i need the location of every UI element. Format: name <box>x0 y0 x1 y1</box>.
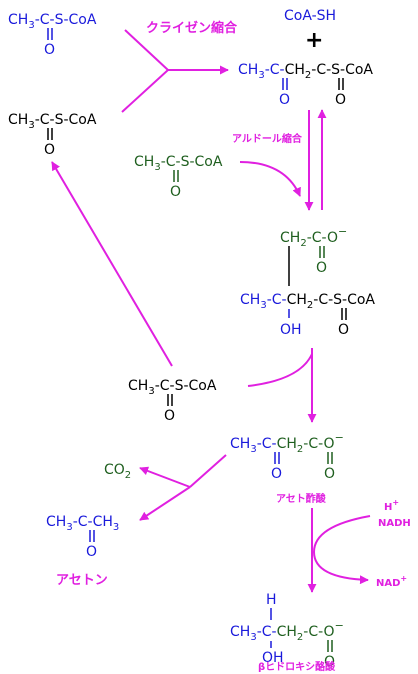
acetoacetic-acid-label: アセト酢酸 <box>276 492 327 505</box>
svg-text:CH3-C-S-CoA: CH3-C-S-CoA <box>8 112 97 131</box>
acetyl-coa-4: CH3-C-S-CoA O <box>128 378 217 424</box>
nadh: NADH <box>378 518 411 529</box>
svg-text:O: O <box>338 322 349 338</box>
svg-text:CH2-C-O−: CH2-C-O− <box>280 225 347 249</box>
svg-text:O: O <box>44 42 55 58</box>
svg-text:O: O <box>44 142 55 158</box>
beta-hydroxybutyric-acid-label: βヒドロキシ酪酸 <box>258 660 336 673</box>
svg-text:O: O <box>164 408 175 424</box>
acetoacetyl-coa: CH3-C-CH2-C-S-CoA O O <box>238 62 373 108</box>
svg-text:CH3-C-CH2-C-S-CoA: CH3-C-CH2-C-S-CoA <box>240 292 375 311</box>
acetoacetate: CH3-C-CH2-C-O− O O <box>230 431 344 482</box>
svg-text:NAD+: NAD+ <box>376 574 407 589</box>
plus-sign: + <box>305 28 323 53</box>
claisen-condensation-label: クライゼン縮合 <box>146 20 238 36</box>
recycle-arrow <box>51 161 173 367</box>
claisen-arrows <box>121 29 229 113</box>
svg-text:O: O <box>316 260 327 276</box>
nad-plus: NAD+ <box>376 574 407 589</box>
beta-hydroxybutyrate: H CH3-C-CH2-C-O− OH O <box>230 592 344 670</box>
aldol-condensation-label: アルドール縮合 <box>232 132 303 145</box>
svg-text:H: H <box>266 592 277 608</box>
coa-sh: CoA-SH <box>284 8 336 24</box>
h-plus: H+ <box>384 498 399 513</box>
svg-text:CH3-C-CH2-C-S-CoA: CH3-C-CH2-C-S-CoA <box>238 62 373 81</box>
hmg-coa: CH2-C-O− O CH3-C-CH2-C-S-CoA OH O <box>240 225 375 338</box>
svg-text:O: O <box>170 184 181 200</box>
svg-text:CH3-C-S-CoA: CH3-C-S-CoA <box>134 154 223 173</box>
svg-text:CH3-C-CH3: CH3-C-CH3 <box>46 514 119 533</box>
acetyl-coa-1: CH3-C-S-CoA O <box>8 12 97 58</box>
svg-text:CH3-C-S-CoA: CH3-C-S-CoA <box>128 378 217 397</box>
svg-text:O: O <box>86 544 97 560</box>
decarboxylation-arrows <box>139 454 227 521</box>
acetyl-coa-2: CH3-C-S-CoA O <box>8 112 97 158</box>
svg-text:O: O <box>324 654 335 670</box>
svg-text:CH3-C-CH2-C-O−: CH3-C-CH2-C-O− <box>230 431 344 455</box>
svg-text:O: O <box>335 92 346 108</box>
acetone: CH3-C-CH3 O <box>46 514 119 560</box>
cleavage-arrows <box>247 348 317 423</box>
svg-text:O: O <box>271 466 282 482</box>
svg-text:O: O <box>324 466 335 482</box>
acetyl-coa-3: CH3-C-S-CoA O <box>134 154 223 200</box>
carbon-dioxide: CO2 <box>104 462 131 481</box>
acetone-label: アセトン <box>56 573 108 588</box>
reversible-arrows <box>239 109 327 211</box>
svg-text:OH: OH <box>280 322 302 338</box>
svg-text:CH3-C-S-CoA: CH3-C-S-CoA <box>8 12 97 31</box>
reduction-arrows <box>307 508 371 593</box>
svg-text:H+: H+ <box>384 498 399 513</box>
svg-text:O: O <box>279 92 290 108</box>
svg-text:OH: OH <box>262 650 284 666</box>
svg-text:CH3-C-CH2-C-O−: CH3-C-CH2-C-O− <box>230 619 344 643</box>
